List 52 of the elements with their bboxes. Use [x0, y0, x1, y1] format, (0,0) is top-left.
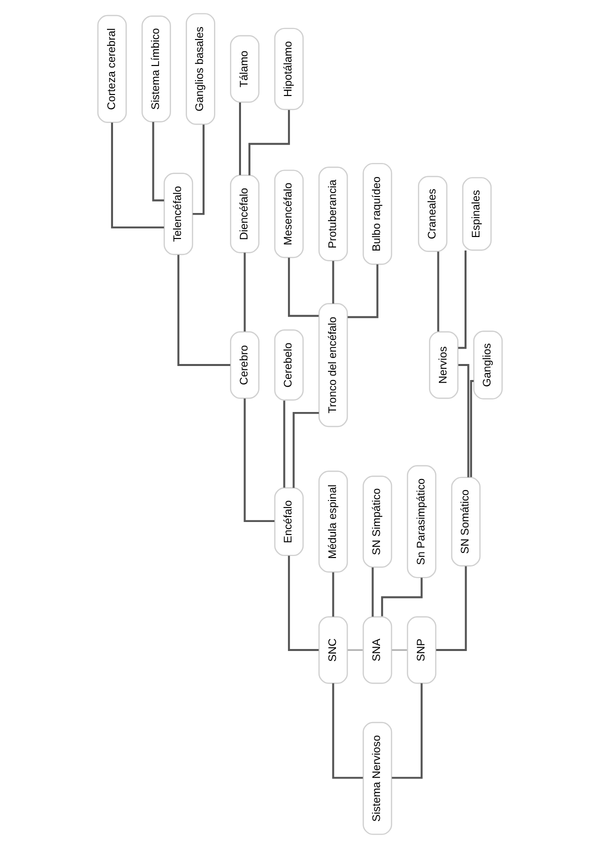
- node-box: Encéfalo: [274, 487, 304, 556]
- connector: [110, 122, 164, 228]
- connector: [152, 122, 164, 202]
- connector: [347, 264, 378, 318]
- node-box: Ganglios basales: [185, 13, 215, 125]
- node-box: SNA: [362, 616, 392, 684]
- node-box: Cerebro: [229, 331, 259, 399]
- connector: [287, 556, 318, 652]
- connector: [176, 254, 230, 366]
- node-box: Espinales: [462, 177, 492, 251]
- node-box: Mesencéfalo: [274, 170, 304, 258]
- connector: [292, 412, 318, 488]
- connector: [347, 649, 362, 651]
- connector: [436, 566, 466, 652]
- node-box: Diencéfalo: [229, 174, 259, 254]
- node-box: Sistema Límbico: [141, 16, 171, 122]
- connector: [192, 124, 204, 215]
- connector: [282, 400, 285, 488]
- connector: [243, 398, 274, 522]
- node-box: Sn Parasimpático: [406, 465, 436, 578]
- node-box: Bulbo raquídeo: [362, 162, 392, 265]
- node-box: Cerebelo: [274, 329, 304, 401]
- connector: [332, 683, 362, 779]
- node-box: Hipotálamo: [274, 28, 304, 110]
- connector: [371, 567, 374, 617]
- node-box: SN Simpático: [362, 476, 392, 568]
- connector: [436, 252, 439, 332]
- node-box: Tronco del encéfalo: [318, 303, 348, 428]
- connector: [332, 572, 334, 617]
- connector: [332, 260, 334, 304]
- node-box: SNC: [318, 616, 348, 684]
- node-box: Telencéfalo: [163, 172, 193, 256]
- connector: [458, 250, 466, 349]
- connector: [248, 110, 290, 176]
- connector: [391, 649, 406, 651]
- node-box: Corteza cerebral: [96, 14, 126, 124]
- node-box: Sistema Nervioso: [362, 722, 392, 835]
- node-box: Protuberancia: [318, 166, 348, 262]
- connector: [391, 683, 422, 779]
- node-box: Tálamo: [229, 35, 259, 103]
- connector: [458, 364, 469, 478]
- connector: [470, 380, 474, 478]
- node-box: Nervios: [428, 331, 458, 399]
- node-box: Médula espinal: [318, 470, 348, 573]
- connector: [238, 102, 240, 176]
- node-box: SNP: [406, 616, 436, 684]
- connector: [243, 252, 246, 332]
- node-box: SN Somático: [450, 476, 480, 566]
- node-box: Ganglios: [472, 330, 502, 400]
- connector: [287, 258, 318, 317]
- node-box: Craneales: [417, 176, 447, 252]
- connector: [380, 578, 422, 616]
